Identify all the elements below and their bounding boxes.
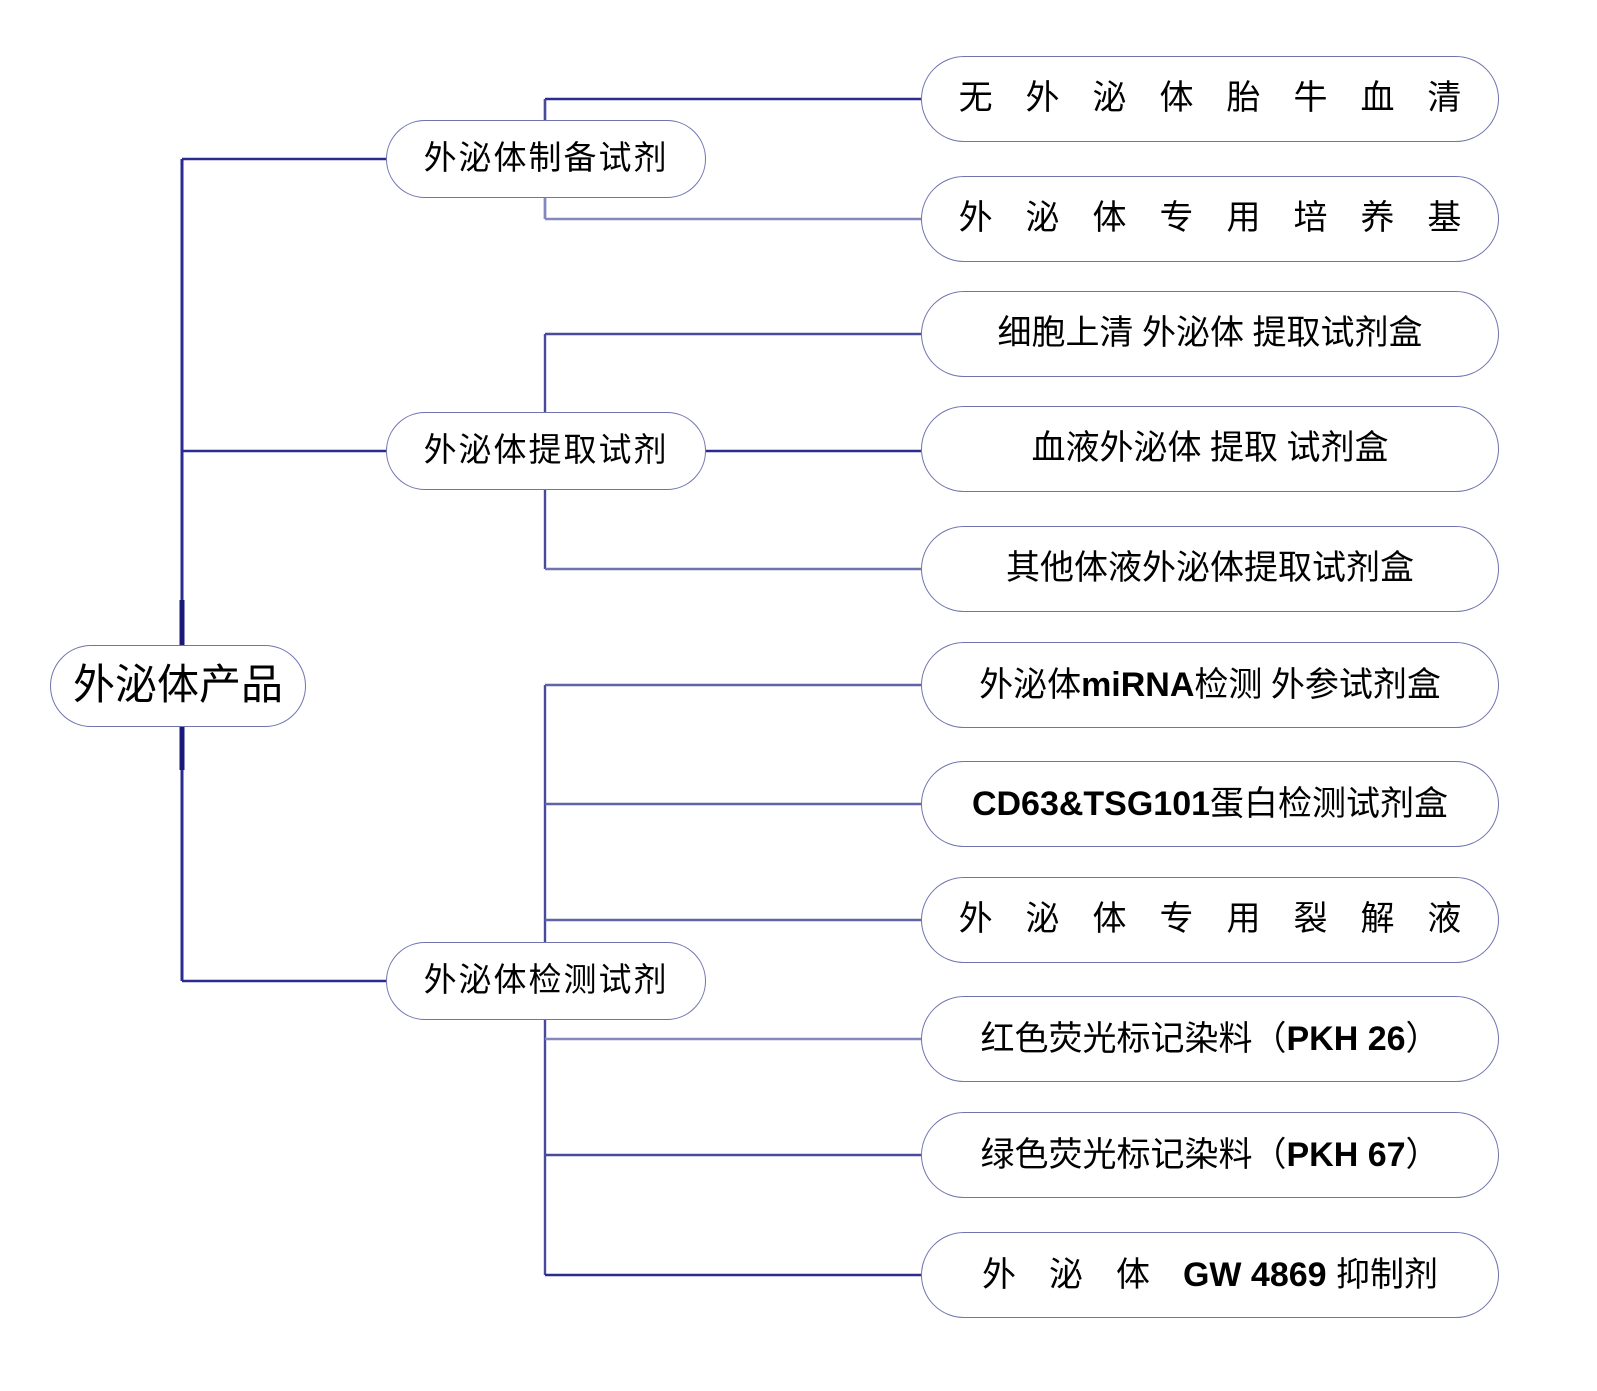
leaf-label-mirna-suffix: 检测 外参试剂盒 <box>1194 666 1441 704</box>
leaf-label-cd63-tsg101-kit: CD63&TSG101蛋白检测试剂盒 <box>972 787 1448 822</box>
leaf-node-cell-supernatant-kit[interactable]: 细胞上清 外泌体 提取试剂盒 <box>921 291 1499 377</box>
leaf-node-exosome-free-fbs[interactable]: 无 外 泌 体 胎 牛 血 清 <box>921 56 1499 142</box>
leaf-label-pkh26-red-dye: 红色荧光标记染料（PKH 26） <box>980 1022 1439 1057</box>
leaf-node-pkh26-red-dye[interactable]: 红色荧光标记染料（PKH 26） <box>921 996 1499 1082</box>
leaf-node-pkh67-green-dye[interactable]: 绿色荧光标记染料（PKH 67） <box>921 1112 1499 1198</box>
leaf-label-exosome-medium: 外 泌 体 专 用 培 养 基 <box>958 200 1474 237</box>
leaf-label-other-body-fluid-kit: 其他体液外泌体提取试剂盒 <box>1006 550 1414 587</box>
leaf-label-cd63-latin: CD63&TSG101 <box>971 784 1211 823</box>
category-node-detection[interactable]: 外泌体检测试剂 <box>386 942 706 1020</box>
leaf-label-pkh26-latin: PKH 26 <box>1286 1019 1406 1058</box>
leaf-label-exosome-lysis-buffer: 外 泌 体 专 用 裂 解 液 <box>958 901 1474 938</box>
leaf-node-exosome-medium[interactable]: 外 泌 体 专 用 培 养 基 <box>921 176 1499 262</box>
leaf-label-pkh26-suffix: ） <box>1405 1020 1440 1058</box>
leaf-label-gw4869-prefix: 外 泌 体 <box>981 1256 1183 1294</box>
category-label-detection: 外泌体检测试剂 <box>423 962 669 999</box>
leaf-label-pkh26-prefix: 红色荧光标记染料（ <box>980 1020 1287 1058</box>
category-label-preparation: 外泌体制备试剂 <box>423 140 669 177</box>
leaf-label-pkh67-green-dye: 绿色荧光标记染料（PKH 67） <box>980 1138 1439 1173</box>
root-node[interactable]: 外泌体产品 <box>50 645 306 727</box>
root-node-label: 外泌体产品 <box>72 663 283 709</box>
leaf-node-mirna-reference-kit[interactable]: 外泌体miRNA检测 外参试剂盒 <box>921 642 1499 728</box>
leaf-node-blood-exosome-kit[interactable]: 血液外泌体 提取 试剂盒 <box>921 406 1499 492</box>
leaf-label-mirna-prefix: 外泌体 <box>979 666 1082 704</box>
leaf-label-blood-exosome-kit: 血液外泌体 提取 试剂盒 <box>1031 430 1389 467</box>
category-node-extraction[interactable]: 外泌体提取试剂 <box>386 412 706 490</box>
leaf-label-gw4869-inhibitor: 外 泌 体 GW 4869 抑制剂 <box>982 1258 1438 1293</box>
leaf-label-gw4869-latin: GW 4869 <box>1182 1255 1337 1294</box>
leaf-node-exosome-lysis-buffer[interactable]: 外 泌 体 专 用 裂 解 液 <box>921 877 1499 963</box>
leaf-label-mirna-reference-kit: 外泌体miRNA检测 外参试剂盒 <box>979 668 1441 703</box>
leaf-label-cd63-suffix: 蛋白检测试剂盒 <box>1210 785 1449 823</box>
leaf-label-pkh67-prefix: 绿色荧光标记染料（ <box>980 1136 1287 1174</box>
leaf-label-cell-supernatant-kit: 细胞上清 外泌体 提取试剂盒 <box>997 315 1423 352</box>
leaf-node-other-body-fluid-kit[interactable]: 其他体液外泌体提取试剂盒 <box>921 526 1499 612</box>
leaf-node-cd63-tsg101-kit[interactable]: CD63&TSG101蛋白检测试剂盒 <box>921 761 1499 847</box>
category-node-preparation[interactable]: 外泌体制备试剂 <box>386 120 706 198</box>
leaf-label-pkh67-suffix: ） <box>1405 1136 1440 1174</box>
leaf-label-pkh67-latin: PKH 67 <box>1286 1135 1406 1174</box>
leaf-label-gw4869-suffix: 抑制剂 <box>1336 1256 1439 1294</box>
leaf-node-gw4869-inhibitor[interactable]: 外 泌 体 GW 4869 抑制剂 <box>921 1232 1499 1318</box>
leaf-label-exosome-free-fbs: 无 外 泌 体 胎 牛 血 清 <box>958 80 1474 117</box>
leaf-label-mirna-latin: miRNA <box>1081 665 1195 704</box>
category-label-extraction: 外泌体提取试剂 <box>423 432 669 469</box>
